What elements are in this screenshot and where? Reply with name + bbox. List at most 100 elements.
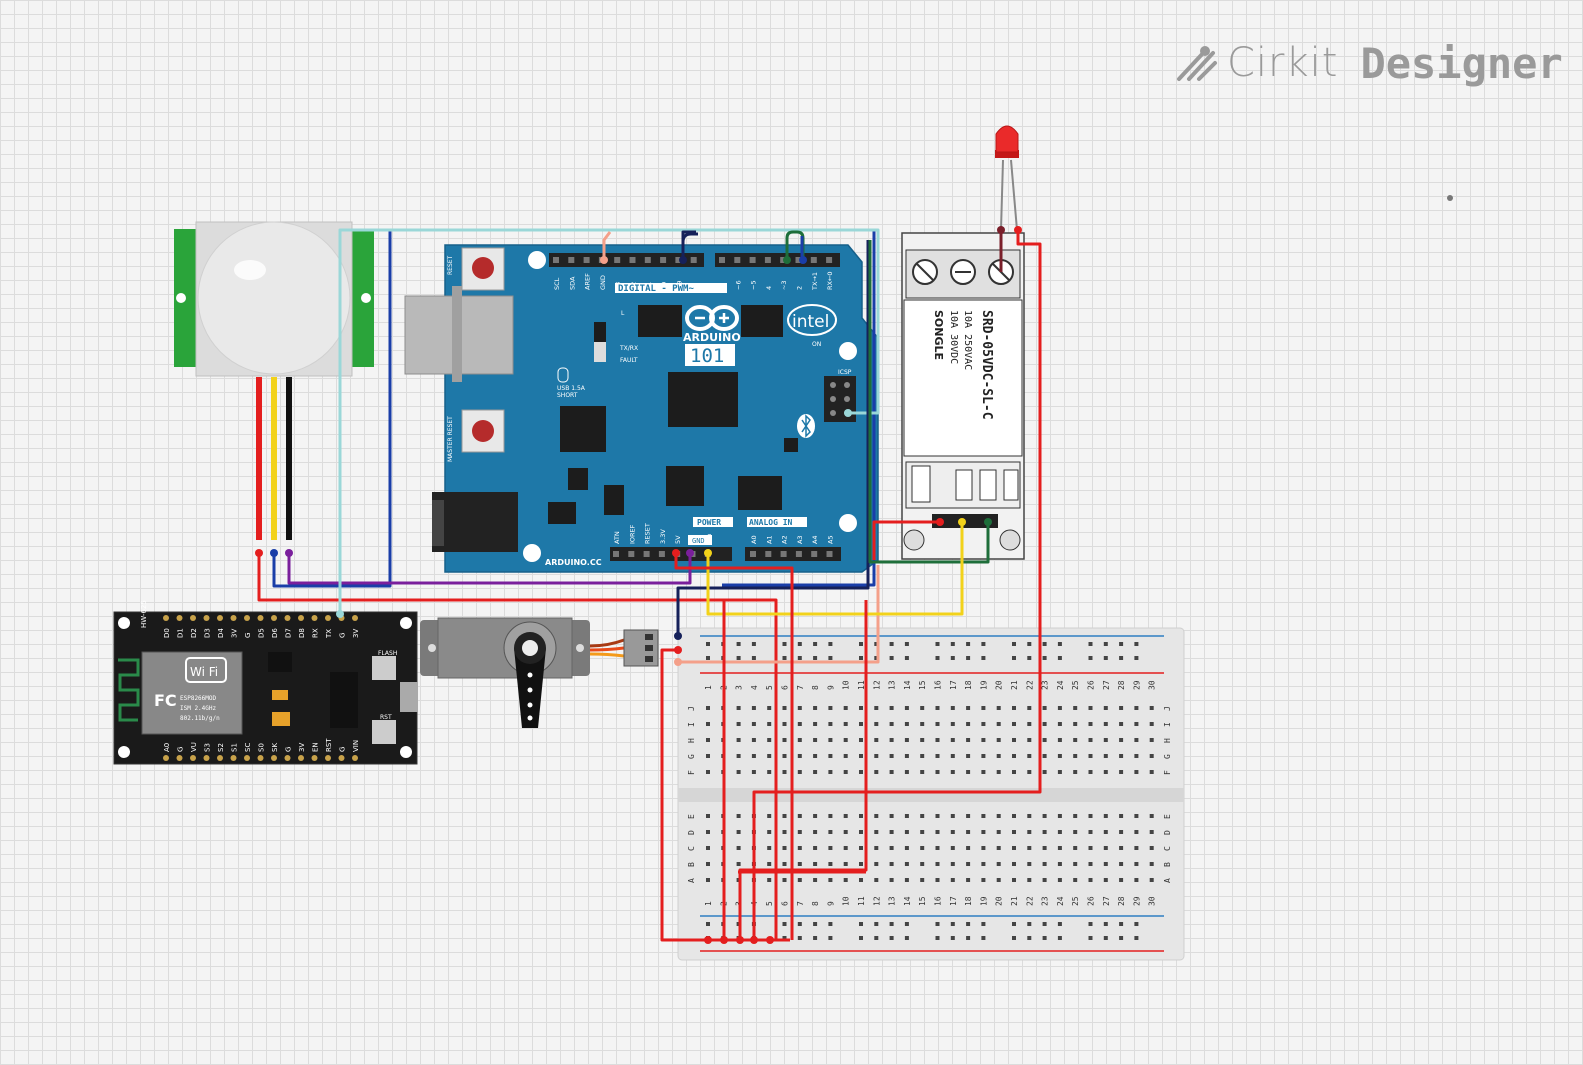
breadboard-hole[interactable] [1103,706,1108,710]
rail-hole[interactable] [1103,936,1108,940]
rail-hole[interactable] [950,936,955,940]
breadboard-hole[interactable] [996,846,1001,850]
rail-hole[interactable] [1088,922,1093,926]
rail-hole[interactable] [874,656,879,660]
rail-hole[interactable] [1027,642,1032,646]
breadboard-hole[interactable] [1012,862,1016,866]
breadboard-hole[interactable] [813,878,818,882]
esp-pin[interactable] [190,615,196,621]
rail-hole[interactable] [935,656,940,660]
breadboard-hole[interactable] [828,830,833,834]
breadboard-hole[interactable] [1057,846,1062,850]
breadboard-hole[interactable] [1088,846,1093,850]
breadboard-hole[interactable] [1027,846,1032,850]
breadboard-hole[interactable] [1088,814,1093,818]
breadboard-hole[interactable] [1027,830,1032,834]
breadboard-hole[interactable] [813,814,818,818]
breadboard-hole[interactable] [966,722,971,726]
esp-pin[interactable] [325,615,331,621]
breadboard-hole[interactable] [1042,878,1047,882]
rail-hole[interactable] [935,936,940,940]
breadboard-hole[interactable] [1057,862,1062,866]
breadboard-hole[interactable] [996,830,1001,834]
breadboard-hole[interactable] [1027,878,1032,882]
esp-pin[interactable] [163,755,169,761]
rail-hole[interactable] [813,656,818,660]
rail-hole[interactable] [1134,922,1139,926]
breadboard-hole[interactable] [935,878,940,882]
rail-hole[interactable] [1119,642,1124,646]
breadboard-hole[interactable] [1042,722,1047,726]
rail-hole[interactable] [950,922,955,926]
breadboard-hole[interactable] [859,706,863,710]
breadboard[interactable]: 1122334455667788991010111112121313141415… [677,627,1185,961]
breadboard-hole[interactable] [981,754,986,758]
breadboard-hole[interactable] [981,846,986,850]
breadboard-hole[interactable] [1073,706,1078,710]
breadboard-hole[interactable] [797,722,802,726]
breadboard-hole[interactable] [813,862,818,866]
breadboard-hole[interactable] [1042,862,1047,866]
rail-hole[interactable] [782,922,787,926]
rail-hole[interactable] [706,656,710,660]
breadboard-hole[interactable] [874,878,879,882]
breadboard-hole[interactable] [966,754,971,758]
breadboard-hole[interactable] [1042,830,1047,834]
breadboard-hole[interactable] [1119,770,1124,774]
breadboard-hole[interactable] [706,878,710,882]
rail-hole[interactable] [1134,656,1139,660]
header-pin[interactable] [826,257,833,263]
rail-hole[interactable] [1027,936,1032,940]
breadboard-hole[interactable] [706,706,710,710]
breadboard-hole[interactable] [1027,754,1032,758]
breadboard-hole[interactable] [935,846,940,850]
breadboard-hole[interactable] [1103,878,1108,882]
esp-pin[interactable] [190,755,196,761]
breadboard-hole[interactable] [843,814,848,818]
breadboard-hole[interactable] [874,770,879,774]
breadboard-hole[interactable] [889,846,894,850]
header-pin[interactable] [795,551,802,557]
breadboard-hole[interactable] [1134,830,1139,834]
breadboard-hole[interactable] [1012,814,1016,818]
rail-hole[interactable] [1012,922,1016,926]
breadboard-hole[interactable] [920,738,925,742]
breadboard-hole[interactable] [935,814,940,818]
breadboard-hole[interactable] [767,862,772,866]
rail-hole[interactable] [751,656,756,660]
breadboard-hole[interactable] [920,814,925,818]
rail-hole[interactable] [797,656,802,660]
breadboard-hole[interactable] [1088,706,1093,710]
rail-hole[interactable] [1103,656,1108,660]
breadboard-hole[interactable] [889,814,894,818]
breadboard-hole[interactable] [950,706,955,710]
breadboard-hole[interactable] [874,846,879,850]
rail-hole[interactable] [904,642,909,646]
header-pin[interactable] [749,257,756,263]
breadboard-hole[interactable] [1057,706,1062,710]
breadboard-hole[interactable] [920,722,925,726]
breadboard-hole[interactable] [920,754,925,758]
header-pin[interactable] [675,257,682,263]
rail-hole[interactable] [1042,936,1047,940]
header-pin[interactable] [811,551,818,557]
breadboard-hole[interactable] [904,862,909,866]
breadboard-hole[interactable] [736,814,741,818]
breadboard-hole[interactable] [782,738,787,742]
breadboard-hole[interactable] [889,862,894,866]
breadboard-hole[interactable] [889,738,894,742]
breadboard-hole[interactable] [874,754,879,758]
esp-pin[interactable] [244,615,250,621]
breadboard-hole[interactable] [782,830,787,834]
header-pin[interactable] [643,551,650,557]
breadboard-hole[interactable] [904,814,909,818]
breadboard-hole[interactable] [1088,754,1093,758]
pir-motion-sensor[interactable] [174,221,374,377]
rail-hole[interactable] [1119,922,1124,926]
rail-hole[interactable] [859,642,863,646]
breadboard-hole[interactable] [1119,846,1124,850]
breadboard-hole[interactable] [904,770,909,774]
breadboard-hole[interactable] [996,878,1001,882]
breadboard-hole[interactable] [1073,846,1078,850]
breadboard-hole[interactable] [1042,738,1047,742]
